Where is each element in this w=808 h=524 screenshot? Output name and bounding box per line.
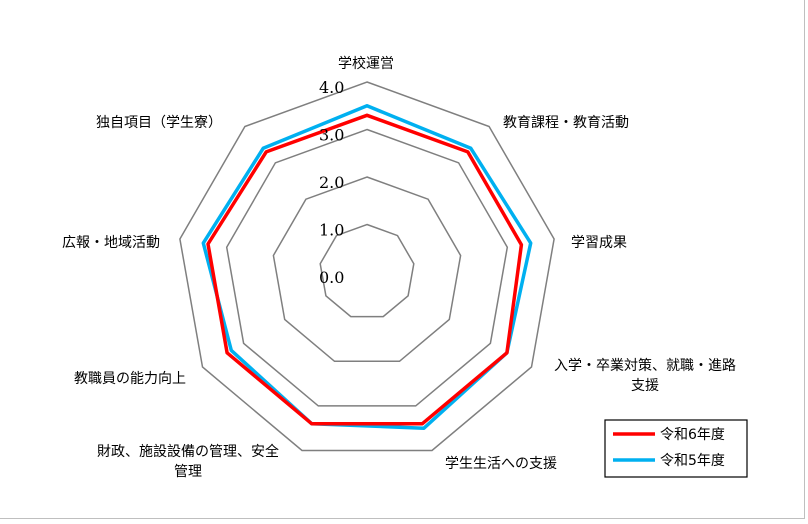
legend-label-r5: 令和5年度	[660, 453, 725, 469]
tick-label: 3.0	[319, 126, 344, 145]
grid-ring-1	[319, 223, 415, 318]
axis-label-0: 学校運営	[338, 55, 394, 72]
legend-label-r6: 令和6年度	[660, 427, 725, 443]
tick-label: 4.0	[319, 78, 344, 97]
axis-label-2: 学習成果	[571, 235, 627, 251]
axis-label-6: 教職員の能力向上	[74, 371, 186, 387]
tick-label: 1.0	[319, 221, 344, 240]
series-lines	[201, 104, 533, 430]
series-line-0	[206, 113, 524, 426]
axis-label-1: 教育課程・教育活動	[503, 115, 629, 131]
tick-label: 0.0	[319, 268, 344, 287]
tick-labels: 0.0 1.0 2.0 3.0 4.0	[319, 78, 344, 287]
grid-ring-4	[179, 81, 555, 452]
axis-labels: 学校運営教育課程・教育活動学習成果入学・卒業対策、就職・進路支援学生生活への支援…	[62, 55, 736, 480]
legend-box	[604, 419, 748, 478]
legend: 令和6年度 令和5年度	[604, 419, 748, 478]
axis-label-3: 入学・卒業対策、就職・進路支援	[554, 357, 736, 394]
tick-label: 2.0	[319, 173, 344, 192]
grid-rings	[179, 81, 555, 452]
axis-label-4: 学生生活への支援	[445, 456, 557, 472]
grid-ring-3	[225, 128, 509, 407]
axis-label-5: 財政、施設設備の管理、安全管理	[97, 443, 279, 480]
series-line-1	[201, 104, 533, 430]
axis-label-8: 独自項目（学生寮）	[96, 114, 222, 131]
grid-ring-2	[272, 176, 462, 363]
axis-label-7: 広報・地域活動	[62, 235, 160, 251]
